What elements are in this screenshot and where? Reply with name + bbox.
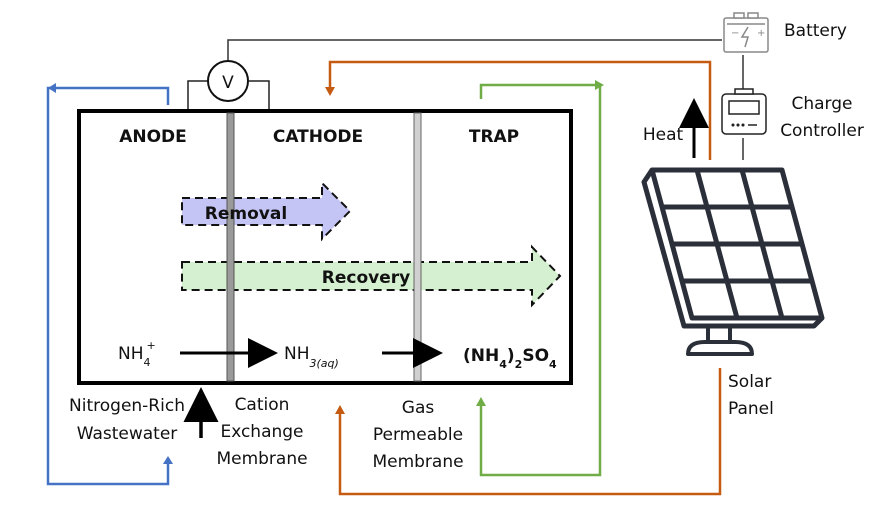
arrow-head-icon bbox=[48, 83, 56, 93]
anode-label: ANODE bbox=[119, 127, 187, 147]
cation-exchange-membrane-label: Cation Exchange Membrane bbox=[216, 395, 307, 469]
reactor-box bbox=[77, 109, 573, 385]
svg-text:Wastewater: Wastewater bbox=[77, 424, 178, 444]
svg-text:Exchange: Exchange bbox=[220, 422, 303, 442]
removal-arrow bbox=[181, 180, 352, 242]
wastewater-loop bbox=[46, 83, 173, 486]
wastewater-label: Nitrogen-Rich Wastewater bbox=[69, 396, 185, 444]
reactant-nh4: NH4+ bbox=[118, 339, 156, 369]
cathode-label: CATHODE bbox=[273, 127, 363, 147]
cation-exchange-membrane bbox=[226, 112, 235, 382]
svg-text:Controller: Controller bbox=[780, 121, 864, 141]
svg-text:Nitrogen-Rich: Nitrogen-Rich bbox=[69, 396, 185, 416]
solar-panel-icon bbox=[641, 167, 825, 356]
trap-loop bbox=[476, 80, 604, 477]
recovery-label: Recovery bbox=[322, 268, 410, 288]
intermediate-nh3: NH3(aq) bbox=[284, 344, 339, 370]
reaction-equation: NH4+ NH3(aq) (NH4)2SO4 bbox=[118, 338, 557, 371]
electrical-wiring bbox=[187, 39, 744, 160]
arrow-head-icon bbox=[595, 80, 604, 90]
voltmeter-label: V bbox=[222, 73, 234, 93]
svg-text:Membrane: Membrane bbox=[216, 449, 307, 469]
solar-panel-label: Solar Panel bbox=[728, 372, 774, 419]
heat-label: Heat bbox=[643, 125, 684, 145]
product-ammonium-sulfate: (NH4)2SO4 bbox=[463, 346, 557, 371]
recovery-arrow bbox=[181, 244, 562, 308]
arrow-head-icon bbox=[163, 456, 173, 464]
svg-text:+: + bbox=[757, 28, 765, 39]
charge-controller-label: Charge Controller bbox=[780, 94, 864, 141]
removal-label: Removal bbox=[205, 204, 287, 224]
battery-icon: − + bbox=[723, 12, 769, 53]
gas-permeable-membrane-label: Gas Permeable Membrane bbox=[372, 398, 463, 472]
heat-loop bbox=[325, 60, 722, 496]
arrow-head-icon bbox=[335, 405, 345, 414]
arrow-head-icon bbox=[476, 397, 486, 406]
charge-controller-icon bbox=[721, 88, 767, 135]
svg-text:Charge: Charge bbox=[791, 94, 852, 114]
svg-text:Cation: Cation bbox=[235, 395, 290, 415]
svg-text:Panel: Panel bbox=[728, 399, 774, 419]
gas-permeable-membrane bbox=[413, 112, 422, 382]
svg-text:Gas: Gas bbox=[402, 398, 435, 418]
voltmeter: V bbox=[207, 60, 249, 102]
svg-text:Solar: Solar bbox=[728, 372, 771, 392]
svg-text:−: − bbox=[731, 28, 739, 39]
arrow-head-icon bbox=[325, 87, 335, 96]
battery-label: Battery bbox=[784, 21, 847, 41]
svg-text:Membrane: Membrane bbox=[372, 452, 463, 472]
svg-text:Permeable: Permeable bbox=[373, 425, 463, 445]
trap-label: TRAP bbox=[469, 127, 519, 147]
